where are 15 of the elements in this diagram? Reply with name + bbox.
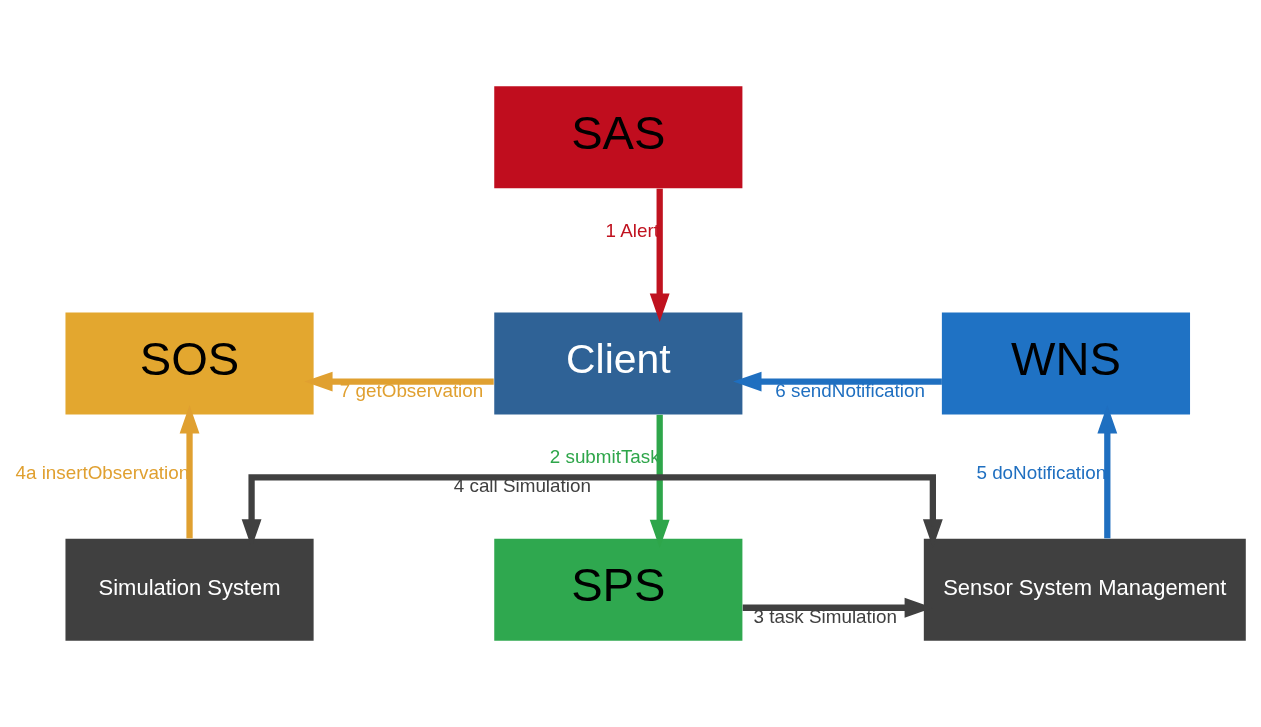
- node-box: WNS: [941, 312, 1191, 415]
- edge-label: 6 sendNotification: [775, 379, 925, 401]
- node-box: SPS: [494, 538, 743, 641]
- arrow: [649, 188, 670, 322]
- node-box: SOS: [65, 312, 314, 415]
- arrow: [733, 371, 942, 392]
- arrow: [304, 371, 494, 392]
- node-box: SAS: [494, 86, 743, 189]
- node-box: Simulation System: [65, 538, 314, 641]
- edge-label: 7 getObservation: [339, 379, 484, 401]
- node-box: Sensor System Management: [923, 538, 1246, 641]
- arrow: [179, 405, 200, 539]
- edge-label: 4 call Simulation: [453, 475, 591, 497]
- edge-label: 1 Alert: [605, 220, 659, 242]
- node-box: Client: [494, 312, 743, 415]
